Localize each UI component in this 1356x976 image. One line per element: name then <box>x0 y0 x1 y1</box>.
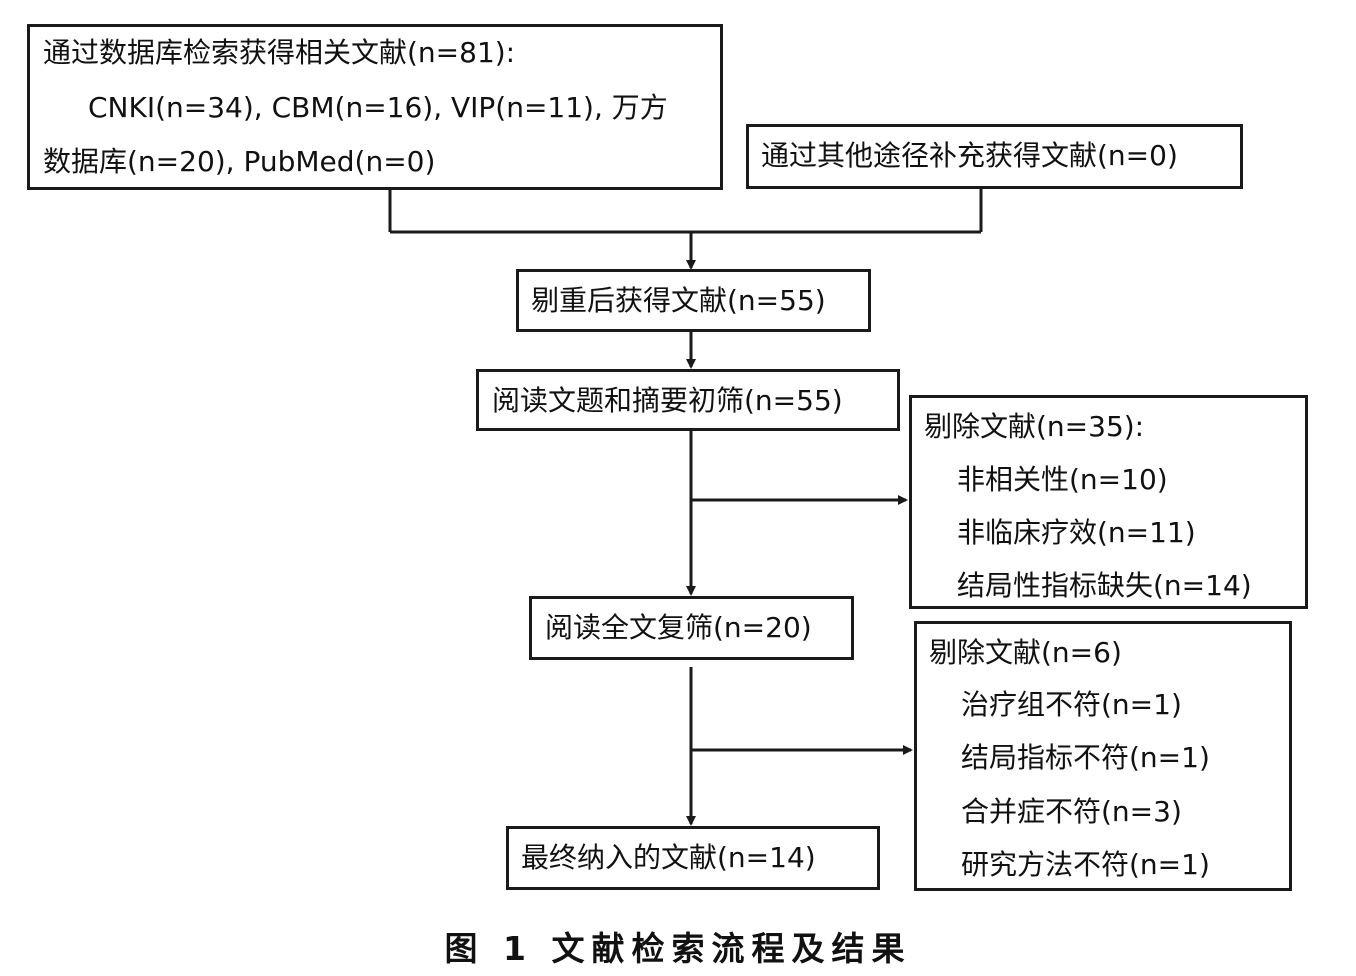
title-abstract-screen-line: 阅读文题和摘要初筛(n=55) <box>492 384 843 417</box>
after-dedup-line: 剔重后获得文献(n=55) <box>531 284 826 317</box>
excluded-second-item-4: 研究方法不符(n=1) <box>961 848 1210 881</box>
excluded-first-item-2: 非临床疗效(n=11) <box>957 516 1196 549</box>
excluded-second-heading: 剔除文献(n=6) <box>929 636 1122 669</box>
title-abstract-screen-box: 阅读文题和摘要初筛(n=55) <box>476 369 900 431</box>
excluded-second-box: 剔除文献(n=6) 治疗组不符(n=1) 结局指标不符(n=1) 合并症不符(n… <box>914 621 1292 891</box>
after-dedup-box: 剔重后获得文献(n=55) <box>516 269 871 332</box>
other-sources-box: 通过其他途径补充获得文献(n=0) <box>746 124 1243 189</box>
excluded-second-item-2: 结局指标不符(n=1) <box>961 741 1210 774</box>
excluded-first-item-1: 非相关性(n=10) <box>957 463 1168 496</box>
database-search-line-2: CNKI(n=34), CBM(n=16), VIP(n=11), 万方 <box>88 91 668 124</box>
excluded-first-box: 剔除文献(n=35): 非相关性(n=10) 非临床疗效(n=11) 结局性指标… <box>909 395 1308 609</box>
excluded-first-item-3: 结局性指标缺失(n=14) <box>957 569 1252 602</box>
final-included-line: 最终纳入的文献(n=14) <box>521 841 816 874</box>
excluded-second-item-1: 治疗组不符(n=1) <box>961 688 1182 721</box>
database-search-line-3: 数据库(n=20), PubMed(n=0) <box>43 145 436 178</box>
excluded-first-heading: 剔除文献(n=35): <box>924 410 1145 443</box>
database-search-box: 通过数据库检索获得相关文献(n=81): CNKI(n=34), CBM(n=1… <box>27 24 723 190</box>
final-included-box: 最终纳入的文献(n=14) <box>506 826 880 890</box>
fulltext-screen-box: 阅读全文复筛(n=20) <box>529 596 854 660</box>
fulltext-screen-line: 阅读全文复筛(n=20) <box>545 611 812 644</box>
figure-caption: 图 1 文献检索流程及结果 <box>444 929 912 968</box>
database-search-line-1: 通过数据库检索获得相关文献(n=81): <box>43 36 516 69</box>
excluded-second-item-3: 合并症不符(n=3) <box>961 795 1182 828</box>
other-sources-line: 通过其他途径补充获得文献(n=0) <box>761 139 1178 172</box>
